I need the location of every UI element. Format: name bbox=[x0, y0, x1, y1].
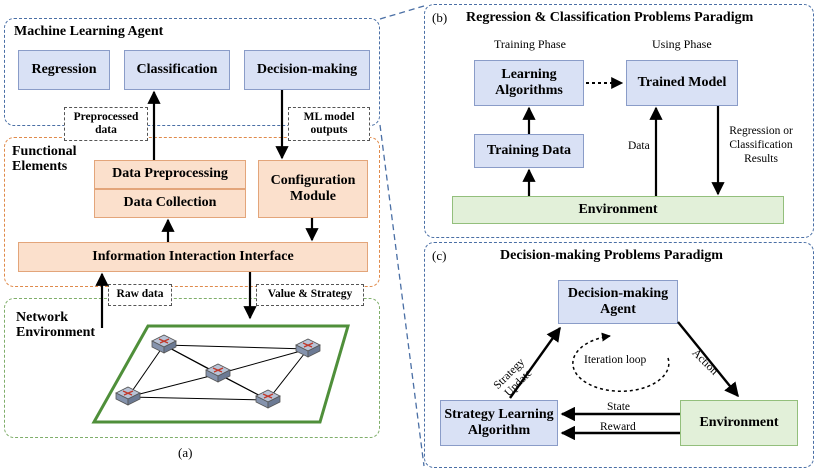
results-label: Regression or Classification Results bbox=[729, 125, 793, 165]
interaction-interface-box: Information Interaction Interface bbox=[18, 242, 368, 272]
panel-c-title: Decision-making Problems Paradigm bbox=[500, 248, 723, 263]
decision-making-panel bbox=[424, 242, 814, 468]
environment-box-b: Environment bbox=[452, 196, 784, 224]
decision-making-box: Decision-making bbox=[244, 50, 370, 90]
environment-box-c: Environment bbox=[680, 400, 798, 446]
raw-data-note: Raw data bbox=[108, 284, 172, 306]
value-strategy-note: Value & Strategy bbox=[256, 284, 364, 306]
training-data-box: Training Data bbox=[474, 134, 584, 168]
training-phase-label: Training Phase bbox=[494, 37, 566, 51]
panel-b-title: Regression & Classification Problems Par… bbox=[466, 10, 754, 25]
iteration-loop-label: Iteration loop bbox=[584, 354, 647, 366]
using-phase-label: Using Phase bbox=[652, 37, 712, 51]
state-label: State bbox=[607, 401, 630, 413]
panel-c-label: (c) bbox=[432, 248, 447, 263]
functional-elements-panel bbox=[4, 137, 380, 287]
functional-elements-title: Functional Elements bbox=[12, 144, 77, 175]
data-collection-box: Data Collection bbox=[94, 189, 246, 218]
reward-label: Reward bbox=[600, 421, 636, 433]
decision-making-agent-box: Decision-making Agent bbox=[558, 280, 678, 324]
regression-classification-panel bbox=[424, 4, 814, 238]
network-environment-panel bbox=[4, 298, 380, 438]
network-environment-title: Network Environment bbox=[16, 310, 96, 341]
preprocessed-data-note: Preprocessed data bbox=[64, 107, 148, 141]
ml-agent-panel bbox=[4, 18, 380, 126]
regression-box: Regression bbox=[18, 50, 110, 90]
classification-box: Classification bbox=[124, 50, 230, 90]
strategy-learning-box: Strategy Learning Algorithm bbox=[440, 400, 558, 446]
data-preprocessing-box: Data Preprocessing bbox=[94, 160, 246, 189]
router-icon bbox=[115, 334, 321, 409]
learning-algorithms-box: Learning Algorithms bbox=[474, 60, 584, 106]
data-label: Data bbox=[628, 140, 650, 152]
panel-b-label: (b) bbox=[432, 10, 448, 25]
trained-model-box: Trained Model bbox=[626, 60, 738, 106]
ml-model-outputs-note: ML model outputs bbox=[288, 107, 370, 141]
configuration-module-box: Configuration Module bbox=[258, 160, 368, 218]
figure-caption-a: (a) bbox=[178, 445, 193, 460]
ml-agent-title: Machine Learning Agent bbox=[14, 24, 164, 39]
